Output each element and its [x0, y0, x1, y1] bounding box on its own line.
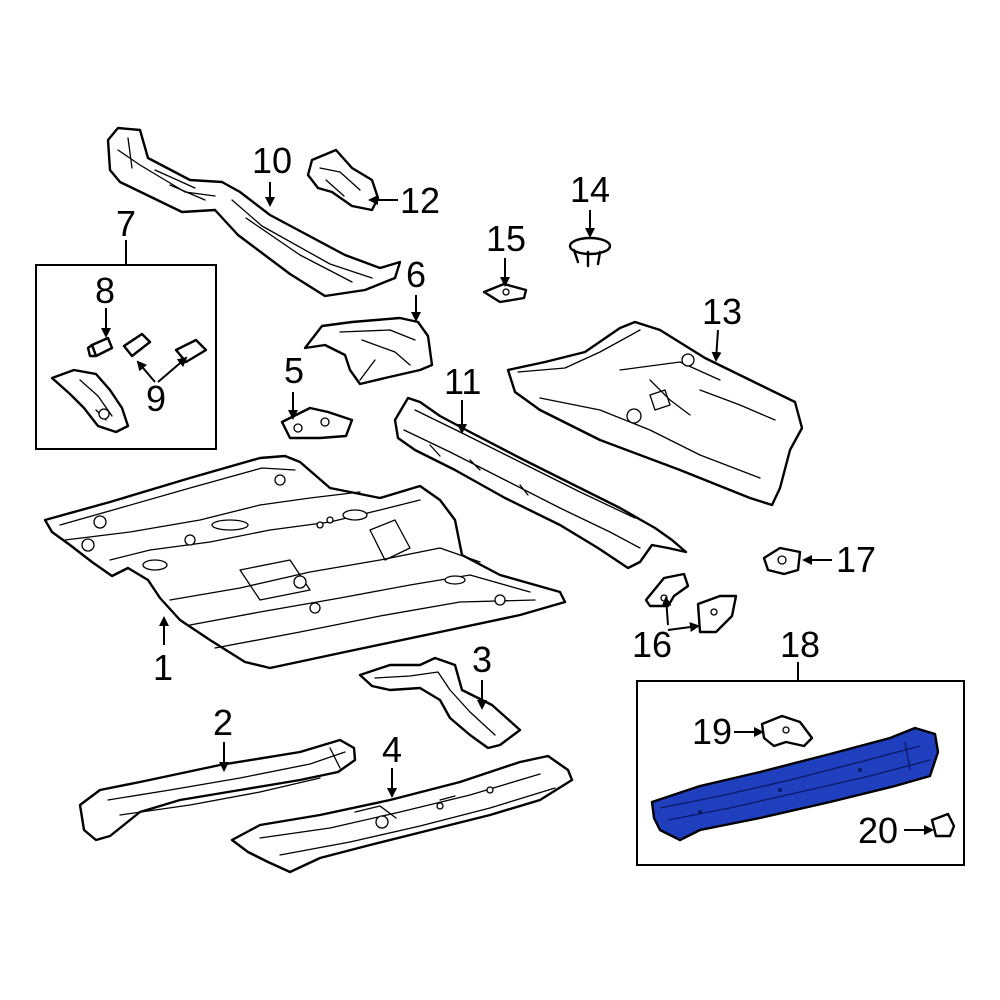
part-11-crossmember[interactable] — [393, 396, 688, 570]
leader-lines — [101, 182, 934, 835]
part-12-bracket[interactable] — [306, 148, 380, 212]
callout-20: 20 — [858, 810, 898, 851]
callout-5: 5 — [284, 350, 304, 391]
callout-9: 9 — [146, 378, 166, 419]
callout-12: 12 — [400, 180, 440, 221]
callout-labels: 1 2 3 4 5 6 7 8 9 10 11 12 13 14 15 16 1… — [95, 140, 898, 851]
callout-2: 2 — [213, 702, 233, 743]
callout-1: 1 — [153, 647, 173, 688]
callout-13: 13 — [702, 291, 742, 332]
part-10-crossmember[interactable] — [106, 126, 402, 298]
callout-18: 18 — [780, 624, 820, 665]
callout-17: 17 — [836, 539, 876, 580]
callout-14: 14 — [570, 169, 610, 210]
part-17-bracket[interactable] — [762, 546, 802, 576]
part-4-side-member[interactable] — [230, 754, 574, 874]
callout-10: 10 — [252, 140, 292, 181]
part-16-brackets[interactable] — [644, 572, 738, 634]
part-8-bolt[interactable] — [86, 336, 114, 358]
part-9-pins[interactable] — [122, 332, 208, 364]
part-14-clip[interactable] — [568, 236, 612, 268]
callout-15: 15 — [486, 218, 526, 259]
callout-8: 8 — [95, 270, 115, 311]
part-1-main-floor[interactable] — [43, 454, 567, 670]
part-13-rear-floor[interactable] — [506, 320, 804, 507]
callout-16: 16 — [632, 624, 672, 665]
callout-19: 19 — [692, 711, 732, 752]
part-19-bracket[interactable] — [760, 714, 814, 748]
callout-7: 7 — [116, 203, 136, 244]
part-7-group-box — [35, 264, 217, 450]
part-20-clip[interactable] — [930, 812, 956, 838]
callout-6: 6 — [406, 254, 426, 295]
part-5-gusset[interactable] — [280, 406, 354, 440]
callout-3: 3 — [472, 639, 492, 680]
part-7-bracket[interactable] — [50, 368, 130, 434]
part-18-rocker-panel[interactable] — [650, 726, 940, 842]
part-18-group-box — [636, 680, 965, 866]
part-3-brace[interactable] — [358, 656, 522, 750]
callout-11: 11 — [444, 361, 481, 402]
callout-4: 4 — [382, 729, 402, 770]
part-6-bracket[interactable] — [303, 316, 434, 386]
part-2-rail[interactable] — [78, 738, 357, 842]
part-15-plate[interactable] — [482, 282, 528, 304]
